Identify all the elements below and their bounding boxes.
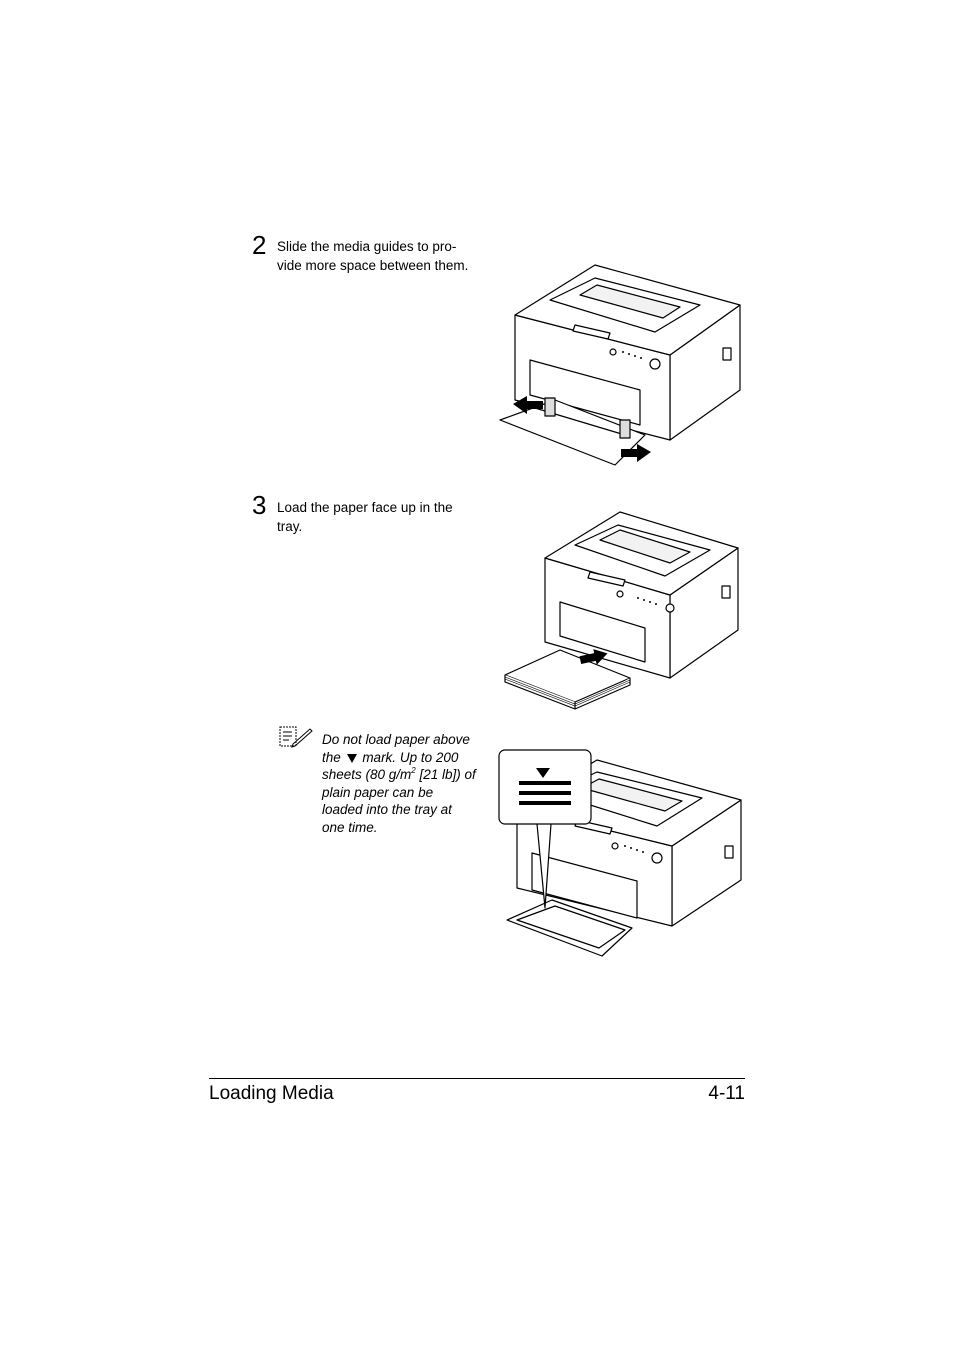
step-2-number: 2 [252,230,267,260]
printer-illustration-slide-guides [499,264,741,466]
note-line-2b: mark. Up to 200 [362,749,459,765]
note-pencil-icon [279,726,313,748]
step-2-line-2: vide more space between them. [277,257,469,273]
note-line-3a: sheets (80 g/m [322,767,412,782]
note-line-1: Do not load paper above [322,732,470,747]
printer-illustration-limit-mark [498,749,742,957]
note-line-6: one time. [322,819,378,835]
note-text: Do not load paper above the mark. Up to … [322,731,492,836]
printer-illustration-load-paper [504,511,739,710]
note-line-3b: [21 lb]) of [415,767,476,782]
step-2-text: Slide the media guides to pro- vide more… [277,238,492,275]
step-3-number: 3 [252,490,267,520]
step-3-line-2: tray. [277,518,303,534]
note-line-2: the mark. Up to 200 [322,749,492,767]
step-2-line-1: Slide the media guides to pro- [277,239,457,254]
note-line-3: sheets (80 g/m2 [21 lb]) of [322,766,492,784]
note-line-2a: the [322,749,341,765]
footer-section-title: Loading Media [209,1083,334,1104]
triangle-mark-icon [346,753,357,763]
step-3-line-1: Load the paper face up in the [277,500,453,515]
footer-page-number: 4-11 [708,1083,745,1104]
step-3-text: Load the paper face up in the tray. [277,499,492,536]
footer-rule [209,1078,745,1079]
note-line-5: loaded into the tray at [322,802,452,817]
note-superscript: 2 [411,766,416,775]
note-line-4: plain paper can be [322,784,434,800]
